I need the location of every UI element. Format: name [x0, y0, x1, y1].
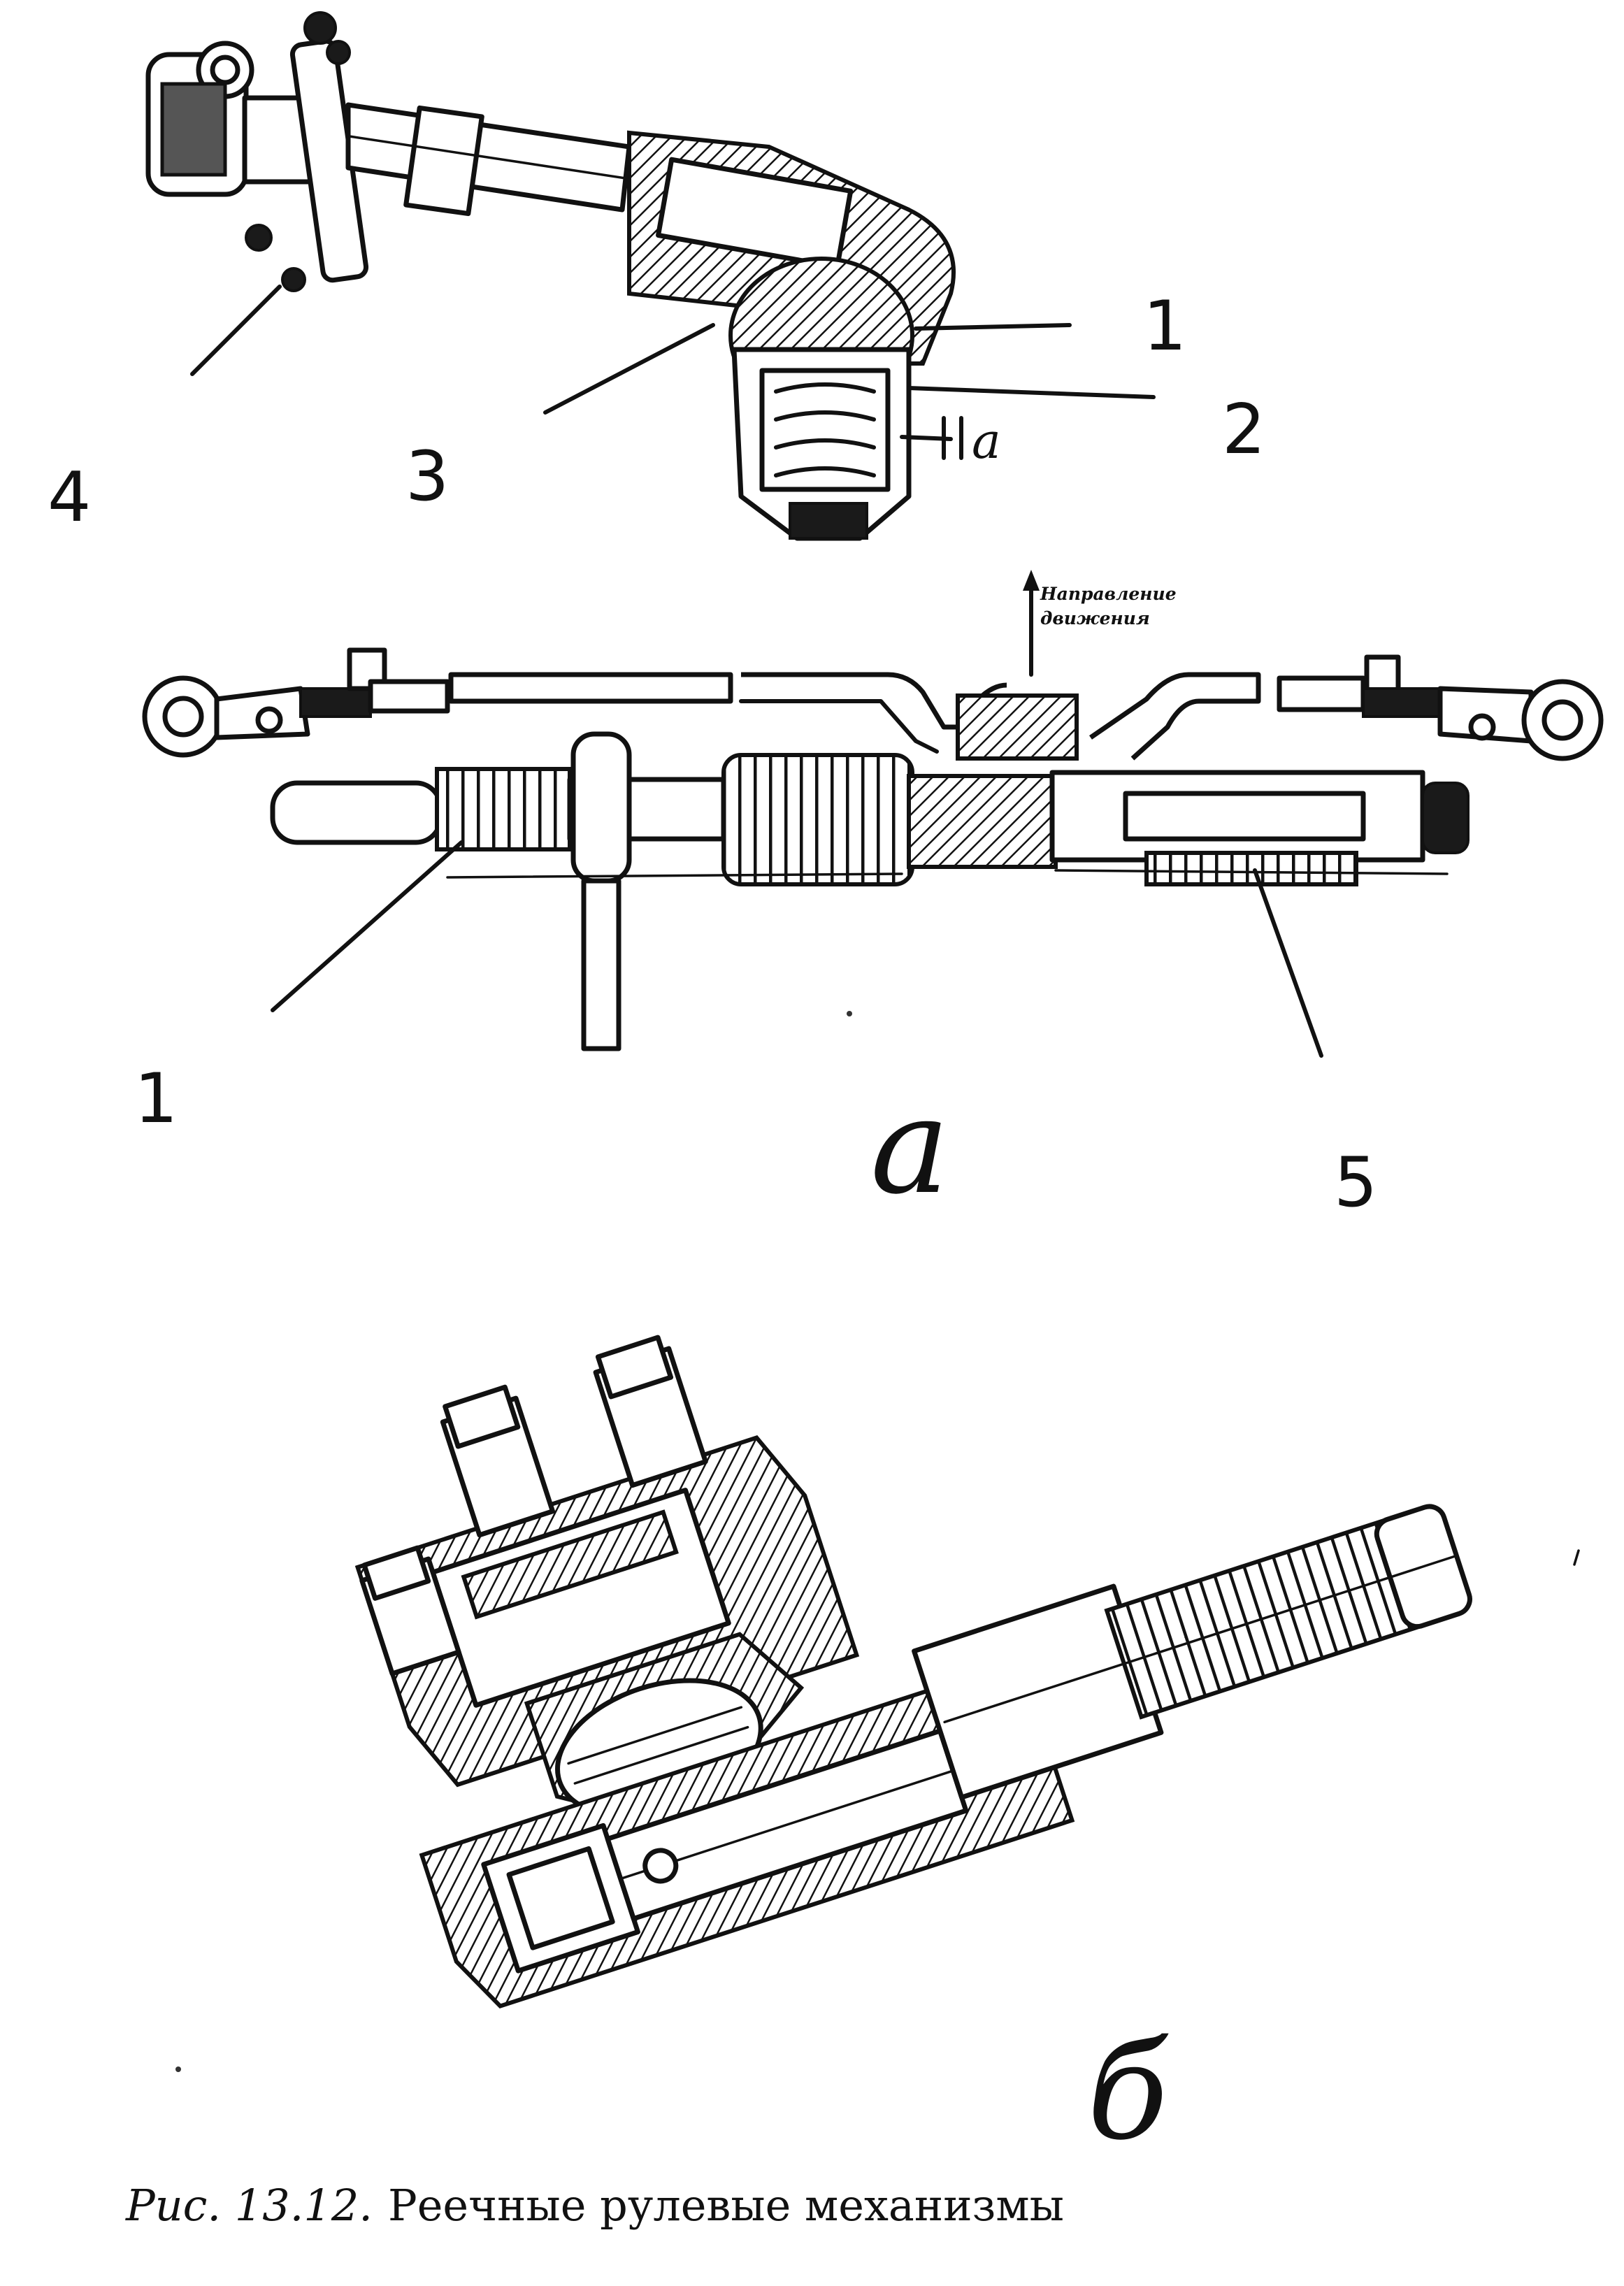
rack-housing [270, 731, 1469, 1051]
gear-housing [627, 130, 956, 541]
callout-1-top: 1 [1143, 287, 1186, 366]
leader-line-2 [907, 386, 1156, 399]
arrow-head-icon [1023, 570, 1040, 591]
direction-label-line2: движения [1040, 608, 1150, 628]
pinion-detail-assembly [354, 1335, 1472, 2009]
caption-text: Реечные рулевые механизмы [388, 2180, 1064, 2231]
universal-joint-flange [145, 11, 369, 292]
leader-line-1-top [914, 323, 1072, 331]
caption-figure-number: Рис. 13.12. [126, 2180, 373, 2231]
tie-rod [142, 647, 1604, 761]
callout-3: 3 [405, 437, 449, 517]
center-clamp [956, 693, 1079, 761]
gap-marker [900, 416, 963, 460]
panel-label-b: б [1087, 2015, 1169, 2169]
direction-label-line1: Направление [1040, 584, 1177, 604]
leader-line-5 [1253, 868, 1323, 1058]
figure-caption: Рис. 13.12. Реечные рулевые механизмы [126, 2180, 1524, 2243]
leader-line-1-middle [271, 840, 464, 1012]
leader-line-4 [190, 285, 282, 376]
callout-4: 4 [48, 458, 91, 538]
top-steering-assembly: 4 3 1 2 a [48, 11, 1265, 541]
callout-2: 2 [1222, 390, 1265, 470]
direction-indicator: Направление движения [1023, 570, 1177, 677]
panel-label-a: а [870, 1069, 949, 1223]
callout-5: 5 [1334, 1143, 1377, 1223]
gap-symbol-a: a [972, 412, 1001, 470]
steering-shaft [345, 102, 632, 217]
leader-line-3 [543, 323, 715, 415]
callout-1-middle: 1 [134, 1059, 178, 1139]
rack-assembly: Направление движения [134, 570, 1604, 1223]
